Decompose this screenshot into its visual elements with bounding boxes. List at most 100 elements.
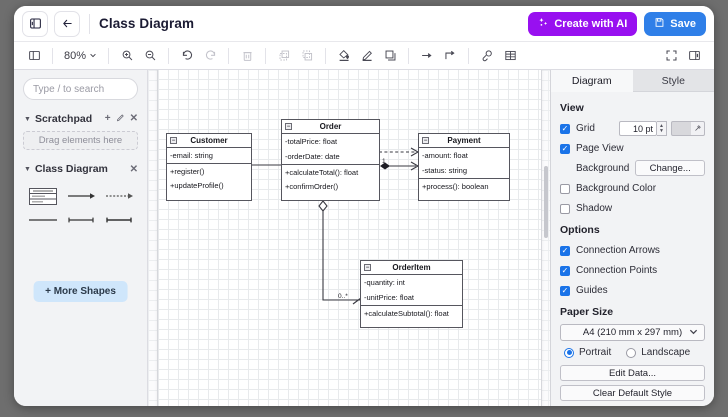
- connection-arrows-checkbox[interactable]: ✓: [560, 245, 570, 256]
- plus-icon[interactable]: +: [104, 113, 111, 124]
- back-button[interactable]: [54, 10, 80, 37]
- grid-option-row: ✓ Grid 10 pt ▲▼: [560, 120, 705, 137]
- page-view-label: Page View: [576, 143, 624, 154]
- class-method: +register(): [167, 163, 251, 178]
- collapse-icon[interactable]: −: [285, 123, 292, 130]
- zoom-in-icon[interactable]: [116, 45, 138, 67]
- uml-class-orderitem[interactable]: − OrderItem -quantity: int -unitPrice: f…: [360, 260, 463, 328]
- grid-color-picker[interactable]: [671, 121, 705, 136]
- zoom-control[interactable]: 80%: [60, 50, 101, 62]
- straight-connector-icon[interactable]: [416, 45, 438, 67]
- guides-label: Guides: [576, 285, 608, 296]
- collapse-icon[interactable]: −: [170, 137, 177, 144]
- class-header: − Order: [282, 120, 379, 134]
- shadow-icon[interactable]: [379, 45, 401, 67]
- grid-checkbox[interactable]: ✓: [560, 123, 570, 134]
- class-attribute: -quantity: int: [364, 278, 405, 287]
- double-tick-line-shape[interactable]: [62, 208, 100, 232]
- class-name: OrderItem: [392, 263, 431, 272]
- grid-size-input[interactable]: 10 pt: [619, 121, 657, 136]
- connection-points-checkbox[interactable]: ✓: [560, 265, 570, 276]
- class-method: +calculateTotal(): float: [282, 164, 379, 179]
- pencil-icon[interactable]: [116, 113, 125, 125]
- redo-icon[interactable]: [199, 45, 221, 67]
- shadow-checkbox[interactable]: [560, 203, 570, 214]
- connection-arrows-row: ✓ Connection Arrows: [560, 242, 705, 259]
- clear-default-style-button[interactable]: Clear Default Style: [560, 385, 705, 401]
- double-tick-line-shape-2[interactable]: [100, 208, 138, 232]
- grid-size-stepper[interactable]: ▲▼: [657, 121, 667, 136]
- guides-row: ✓ Guides: [560, 282, 705, 299]
- portrait-radio[interactable]: [564, 347, 574, 358]
- uml-class-customer[interactable]: − Customer -email: string +register() +u…: [166, 133, 252, 201]
- fullscreen-icon[interactable]: [660, 45, 682, 67]
- solid-arrow-shape[interactable]: [62, 184, 100, 208]
- search-input[interactable]: Type / to search: [23, 78, 138, 100]
- more-shapes-button[interactable]: + More Shapes: [33, 281, 128, 302]
- close-icon[interactable]: ✕: [129, 163, 138, 175]
- delete-icon[interactable]: [236, 45, 258, 67]
- search-placeholder: Type / to search: [33, 83, 105, 95]
- app-header: Class Diagram Create with AI Save: [14, 6, 714, 42]
- grid-label: Grid: [576, 123, 595, 134]
- class-method: +process(): boolean: [419, 178, 509, 193]
- to-back-icon[interactable]: [296, 45, 318, 67]
- diagram-canvas[interactable]: Payment (dashed dependency) --> Payment …: [148, 70, 550, 406]
- guides-checkbox[interactable]: ✓: [560, 285, 570, 296]
- waypoints-icon[interactable]: [476, 45, 498, 67]
- panel-left-icon[interactable]: [22, 10, 48, 37]
- format-panel-icon[interactable]: [683, 45, 705, 67]
- shadow-label: Shadow: [576, 203, 613, 214]
- line-color-icon[interactable]: [356, 45, 378, 67]
- class-header: − Customer: [167, 134, 251, 148]
- background-label: Background: [576, 162, 630, 174]
- background-color-option-row: Background Color: [560, 180, 705, 197]
- uml-class-shape[interactable]: [24, 184, 62, 208]
- fill-color-icon[interactable]: [333, 45, 355, 67]
- zoom-out-icon[interactable]: [139, 45, 161, 67]
- panel-toggle-icon[interactable]: [23, 45, 45, 67]
- close-icon[interactable]: ✕: [129, 113, 138, 124]
- save-button[interactable]: Save: [644, 11, 706, 36]
- create-with-ai-button[interactable]: Create with AI: [528, 11, 638, 36]
- shapes-sidebar: Type / to search ▼ Scratchpad + ✕ Drag e…: [14, 70, 148, 406]
- table-icon[interactable]: [499, 45, 521, 67]
- scratchpad-drop-zone[interactable]: Drag elements here: [23, 131, 138, 150]
- class-name: Order: [319, 122, 342, 131]
- page-view-checkbox[interactable]: ✓: [560, 143, 570, 154]
- plain-line-shape[interactable]: [24, 208, 62, 232]
- canvas-scrollbar[interactable]: [544, 166, 548, 238]
- class-attribute: -unitPrice: float: [364, 293, 415, 302]
- sparkle-icon: [538, 17, 549, 31]
- uml-class-payment[interactable]: − Payment -amount: float -status: string…: [418, 133, 510, 201]
- shadow-option-row: Shadow: [560, 200, 705, 217]
- tab-diagram[interactable]: Diagram: [551, 70, 633, 92]
- page-title: Class Diagram: [99, 16, 195, 31]
- collapse-icon[interactable]: −: [422, 137, 429, 144]
- class-attribute: -amount: float: [422, 151, 468, 160]
- class-diagram-section-header[interactable]: ▼ Class Diagram ✕: [24, 163, 138, 175]
- uml-class-order[interactable]: − Order -totalPrice: float -orderDate: d…: [281, 119, 380, 201]
- chevron-down-icon: [89, 50, 97, 62]
- class-attribute: -totalPrice: float: [285, 137, 338, 146]
- scratchpad-label: Scratchpad: [34, 113, 93, 125]
- edit-data-button[interactable]: Edit Data...: [560, 365, 705, 381]
- dashed-arrow-shape[interactable]: [100, 184, 138, 208]
- background-change-button[interactable]: Change...: [635, 160, 705, 176]
- paper-size-value: A4 (210 mm x 297 mm): [582, 327, 683, 338]
- eyedropper-icon: [694, 124, 702, 134]
- class-attribute: -email: string: [170, 151, 213, 160]
- orthogonal-connector-icon[interactable]: [439, 45, 461, 67]
- scratchpad-header[interactable]: ▼ Scratchpad + ✕: [24, 113, 138, 125]
- landscape-radio[interactable]: [626, 347, 637, 358]
- class-method: +calculateSubtotal(): float: [361, 305, 462, 320]
- paper-size-select[interactable]: A4 (210 mm x 297 mm): [560, 324, 705, 341]
- tab-style[interactable]: Style: [632, 70, 714, 92]
- collapse-icon[interactable]: −: [364, 264, 371, 271]
- editor-toolbar: 80%: [14, 42, 714, 70]
- to-front-icon[interactable]: [273, 45, 295, 67]
- undo-icon[interactable]: [176, 45, 198, 67]
- class-method: +confirmOrder(): [285, 182, 339, 191]
- connection-points-row: ✓ Connection Points: [560, 262, 705, 279]
- background-color-checkbox[interactable]: [560, 183, 570, 194]
